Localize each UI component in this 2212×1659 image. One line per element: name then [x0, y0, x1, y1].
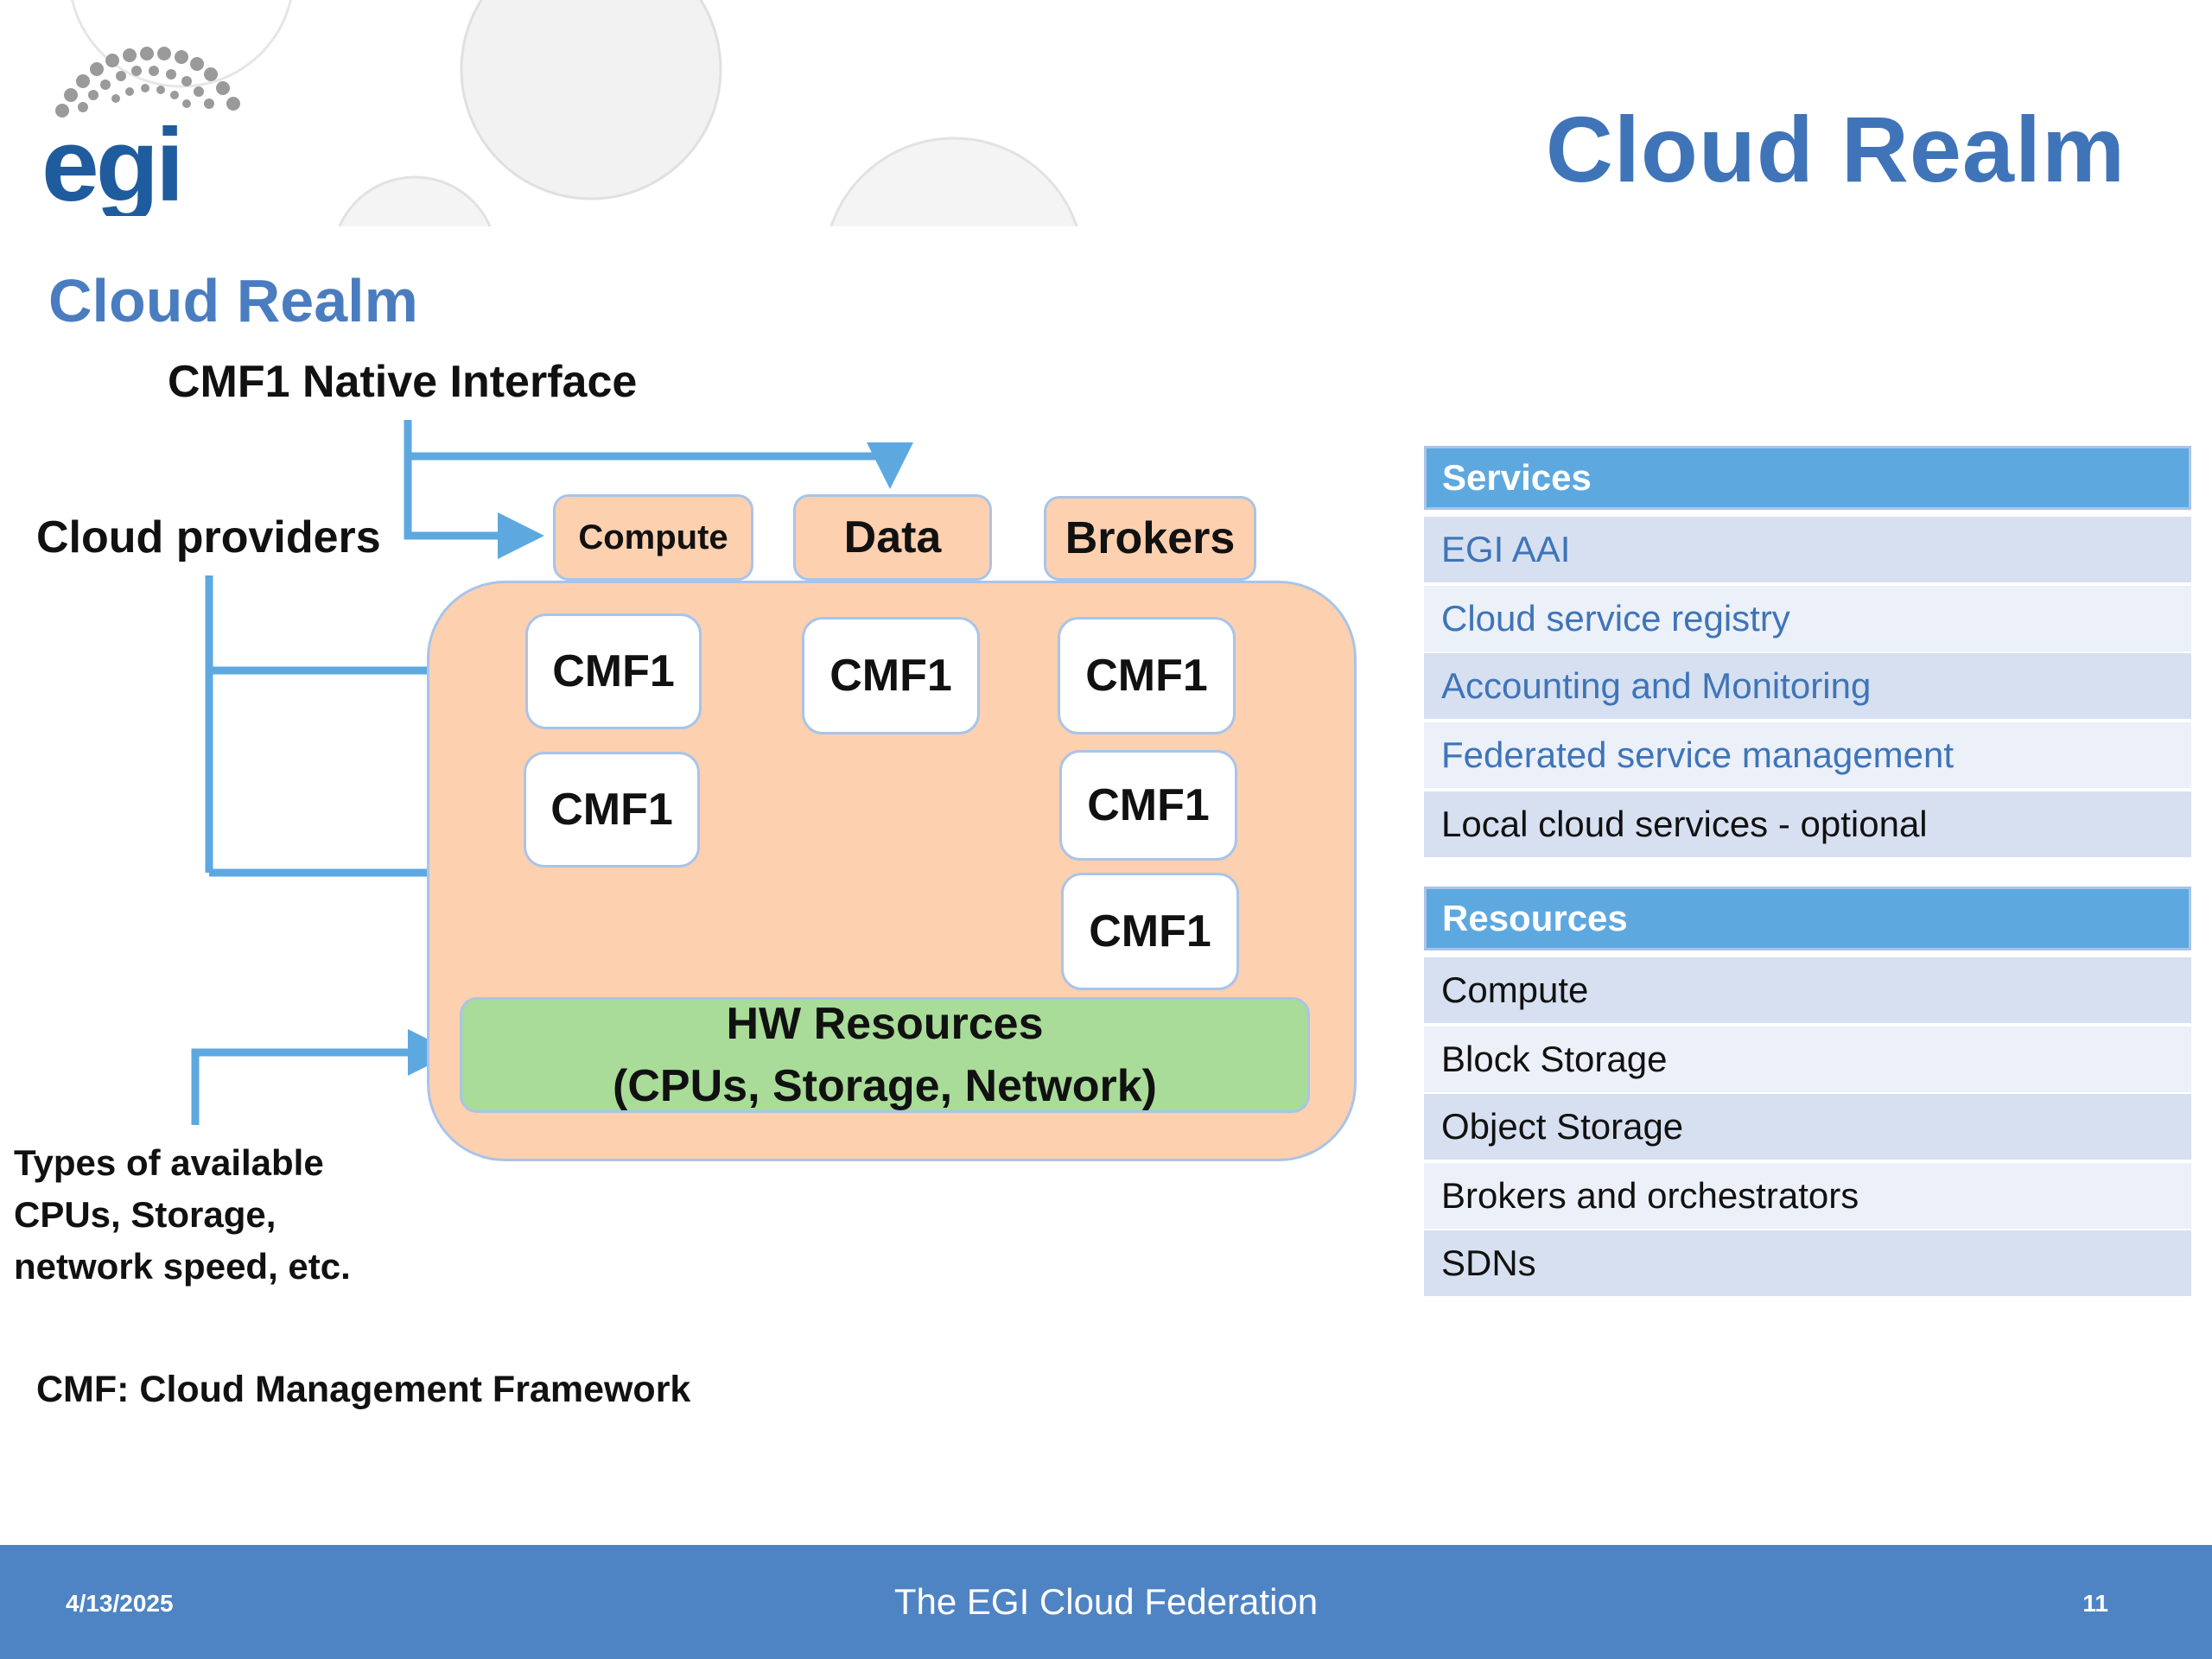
egi-logo: egi [41, 47, 240, 216]
cmf-box: CMF1 [1059, 750, 1237, 861]
footer-date: 4/13/2025 [66, 1590, 174, 1617]
types-of-resources-label: Types of available CPUs, Storage, networ… [14, 1142, 351, 1287]
cmf-box: CMF1 [1058, 617, 1236, 734]
section-title: Cloud Realm [48, 267, 418, 334]
resources-item: Block Storage [1424, 1027, 2191, 1092]
page-number: 11 [2082, 1590, 2108, 1617]
native-interface-to-compute-arrow [404, 456, 544, 559]
native-interface-to-data-arrow [404, 420, 913, 489]
resources-item: SDNs [1424, 1230, 2191, 1296]
resources-header: Resources [1424, 887, 2191, 950]
hw-resources-box: HW Resources (CPUs, Storage, Network) [460, 997, 1310, 1113]
resources-item: Compute [1424, 957, 2191, 1023]
services-item: Local cloud services - optional [1424, 791, 2191, 857]
types-to-hw-arrow [191, 1029, 454, 1125]
header-decoration [70, 0, 1078, 226]
services-header: Services [1424, 446, 2191, 510]
footer-bar [0, 1545, 2212, 1659]
slide-title: Cloud Realm [1545, 97, 2126, 201]
svg-text:egi: egi [41, 107, 181, 216]
cmf-box: CMF1 [1061, 873, 1239, 990]
services-item: EGI AAI [1424, 517, 2191, 582]
footer-title: The EGI Cloud Federation [893, 1581, 1319, 1622]
services-item: Accounting and Monitoring [1424, 653, 2191, 719]
resources-item: Object Storage [1424, 1094, 2191, 1160]
data-tab: Data [793, 494, 992, 581]
brokers-tab: Brokers [1044, 496, 1256, 581]
compute-tab: Compute [553, 494, 753, 581]
cmf-box: CMF1 [524, 752, 700, 868]
services-item: Federated service management [1424, 722, 2191, 788]
cmf-box: CMF1 [802, 617, 980, 734]
resources-item: Brokers and orchestrators [1424, 1163, 2191, 1229]
cmf-footnote: CMF: Cloud Management Framework [36, 1369, 691, 1410]
cloud-providers-bracket [205, 575, 427, 877]
services-item: Cloud service registry [1424, 586, 2191, 652]
native-interface-label: CMF1 Native Interface [168, 357, 638, 407]
cloud-providers-label: Cloud providers [36, 512, 381, 563]
cmf-box: CMF1 [525, 613, 702, 729]
